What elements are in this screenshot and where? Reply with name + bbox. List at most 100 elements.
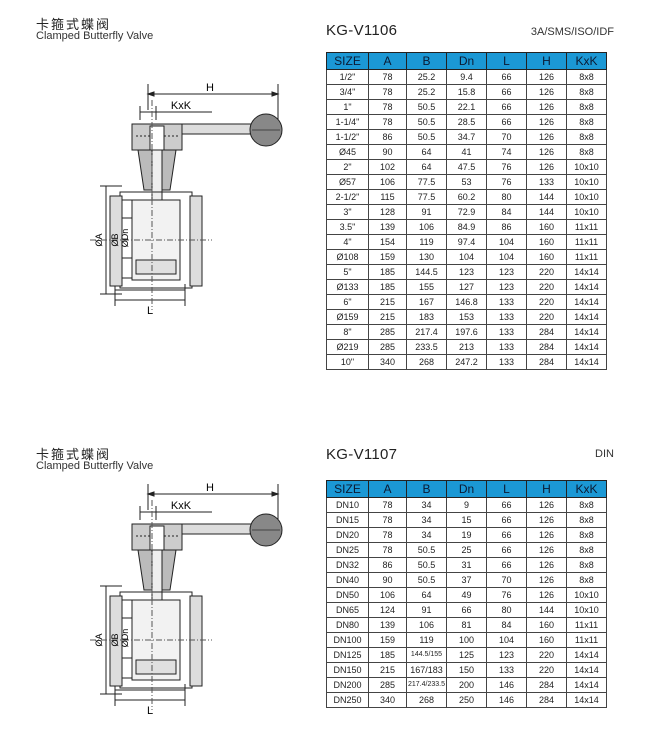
table-cell: 159	[368, 249, 407, 265]
table-cell: 19	[446, 527, 487, 543]
table-cell: 66	[446, 602, 487, 618]
table-cell: 6"	[326, 294, 369, 310]
table-cell: 64	[406, 159, 447, 175]
table-cell: 14x14	[566, 647, 607, 663]
table-cell: 14x14	[566, 279, 607, 295]
table-cell: 34	[406, 527, 447, 543]
table-cell: 66	[486, 99, 527, 115]
table-cell: 66	[486, 512, 527, 528]
label-kxk: KxK	[171, 100, 192, 112]
table-cell: 340	[368, 692, 407, 708]
table-cell: 8x8	[566, 69, 607, 85]
table-cell: 126	[526, 69, 567, 85]
label-dn: ØDn	[120, 629, 130, 648]
label-b: ØB	[110, 633, 120, 646]
table-cell: 126	[526, 99, 567, 115]
table-cell: 14x14	[566, 662, 607, 678]
table-cell: 104	[446, 249, 487, 265]
table-cell: 185	[368, 279, 407, 295]
table-cell: Ø219	[326, 339, 369, 355]
table-cell: 78	[368, 527, 407, 543]
table-cell: 10x10	[566, 174, 607, 190]
table-cell: 215	[368, 662, 407, 678]
table-cell: 50.5	[406, 572, 447, 588]
table-cell: 200	[446, 677, 487, 693]
table-cell: 66	[486, 69, 527, 85]
table-cell: 247.2	[446, 354, 487, 370]
table-cell: 144	[526, 204, 567, 220]
table-cell: 167/183	[406, 662, 447, 678]
table-cell: 127	[446, 279, 487, 295]
table-cell: 215	[368, 309, 407, 325]
table-cell: 8x8	[566, 84, 607, 100]
table-cell: 126	[526, 84, 567, 100]
table-cell: 66	[486, 557, 527, 573]
table-cell: 10"	[326, 354, 369, 370]
table-cell: DN20	[326, 527, 369, 543]
table-cell: 268	[406, 692, 447, 708]
table-cell: 150	[446, 662, 487, 678]
table-cell: 2-1/2"	[326, 189, 369, 205]
table-cell: 50.5	[406, 129, 447, 145]
table-cell: 128	[368, 204, 407, 220]
table-cell: 37	[446, 572, 487, 588]
table-cell: 8"	[326, 324, 369, 340]
table-cell: 340	[368, 354, 407, 370]
table-cell: 3.5"	[326, 219, 369, 235]
table-cell: 126	[526, 497, 567, 513]
table-cell: 8x8	[566, 99, 607, 115]
table-cell: 220	[526, 279, 567, 295]
table-cell: 126	[526, 557, 567, 573]
table-cell: 8x8	[566, 129, 607, 145]
table-cell: 14x14	[566, 309, 607, 325]
table-cell: 160	[526, 617, 567, 633]
table-cell: 84	[486, 617, 527, 633]
table-cell: DN200	[326, 677, 369, 693]
table-cell: 133	[526, 174, 567, 190]
table-cell: 78	[368, 69, 407, 85]
table-cell: 76	[486, 587, 527, 603]
table-cell: 220	[526, 294, 567, 310]
table-cell: DN50	[326, 587, 369, 603]
table-cell: 106	[406, 617, 447, 633]
table-cell: 153	[446, 309, 487, 325]
table-cell: 11x11	[566, 249, 607, 265]
table-cell: Ø159	[326, 309, 369, 325]
column-header: KxK	[566, 52, 607, 70]
label-l: L	[147, 705, 153, 717]
table-cell: 8x8	[566, 557, 607, 573]
table-cell: 139	[368, 617, 407, 633]
table-cell: 167	[406, 294, 447, 310]
table-cell: 1-1/2"	[326, 129, 369, 145]
label-kxk: KxK	[171, 500, 192, 512]
title-chinese: 卡箍式蝶阀	[36, 448, 112, 463]
column-header: H	[526, 52, 567, 70]
table-cell: 285	[368, 339, 407, 355]
table-cell: 133	[486, 354, 527, 370]
table-cell: 102	[368, 159, 407, 175]
table-cell: 8x8	[566, 527, 607, 543]
table-cell: 50.5	[406, 99, 447, 115]
table-cell: 84	[486, 204, 527, 220]
table-cell: 41	[446, 144, 487, 160]
table-cell: 11x11	[566, 632, 607, 648]
table-cell: 72.9	[446, 204, 487, 220]
table-cell: 100	[446, 632, 487, 648]
table-cell: DN100	[326, 632, 369, 648]
table-cell: 104	[486, 234, 527, 250]
